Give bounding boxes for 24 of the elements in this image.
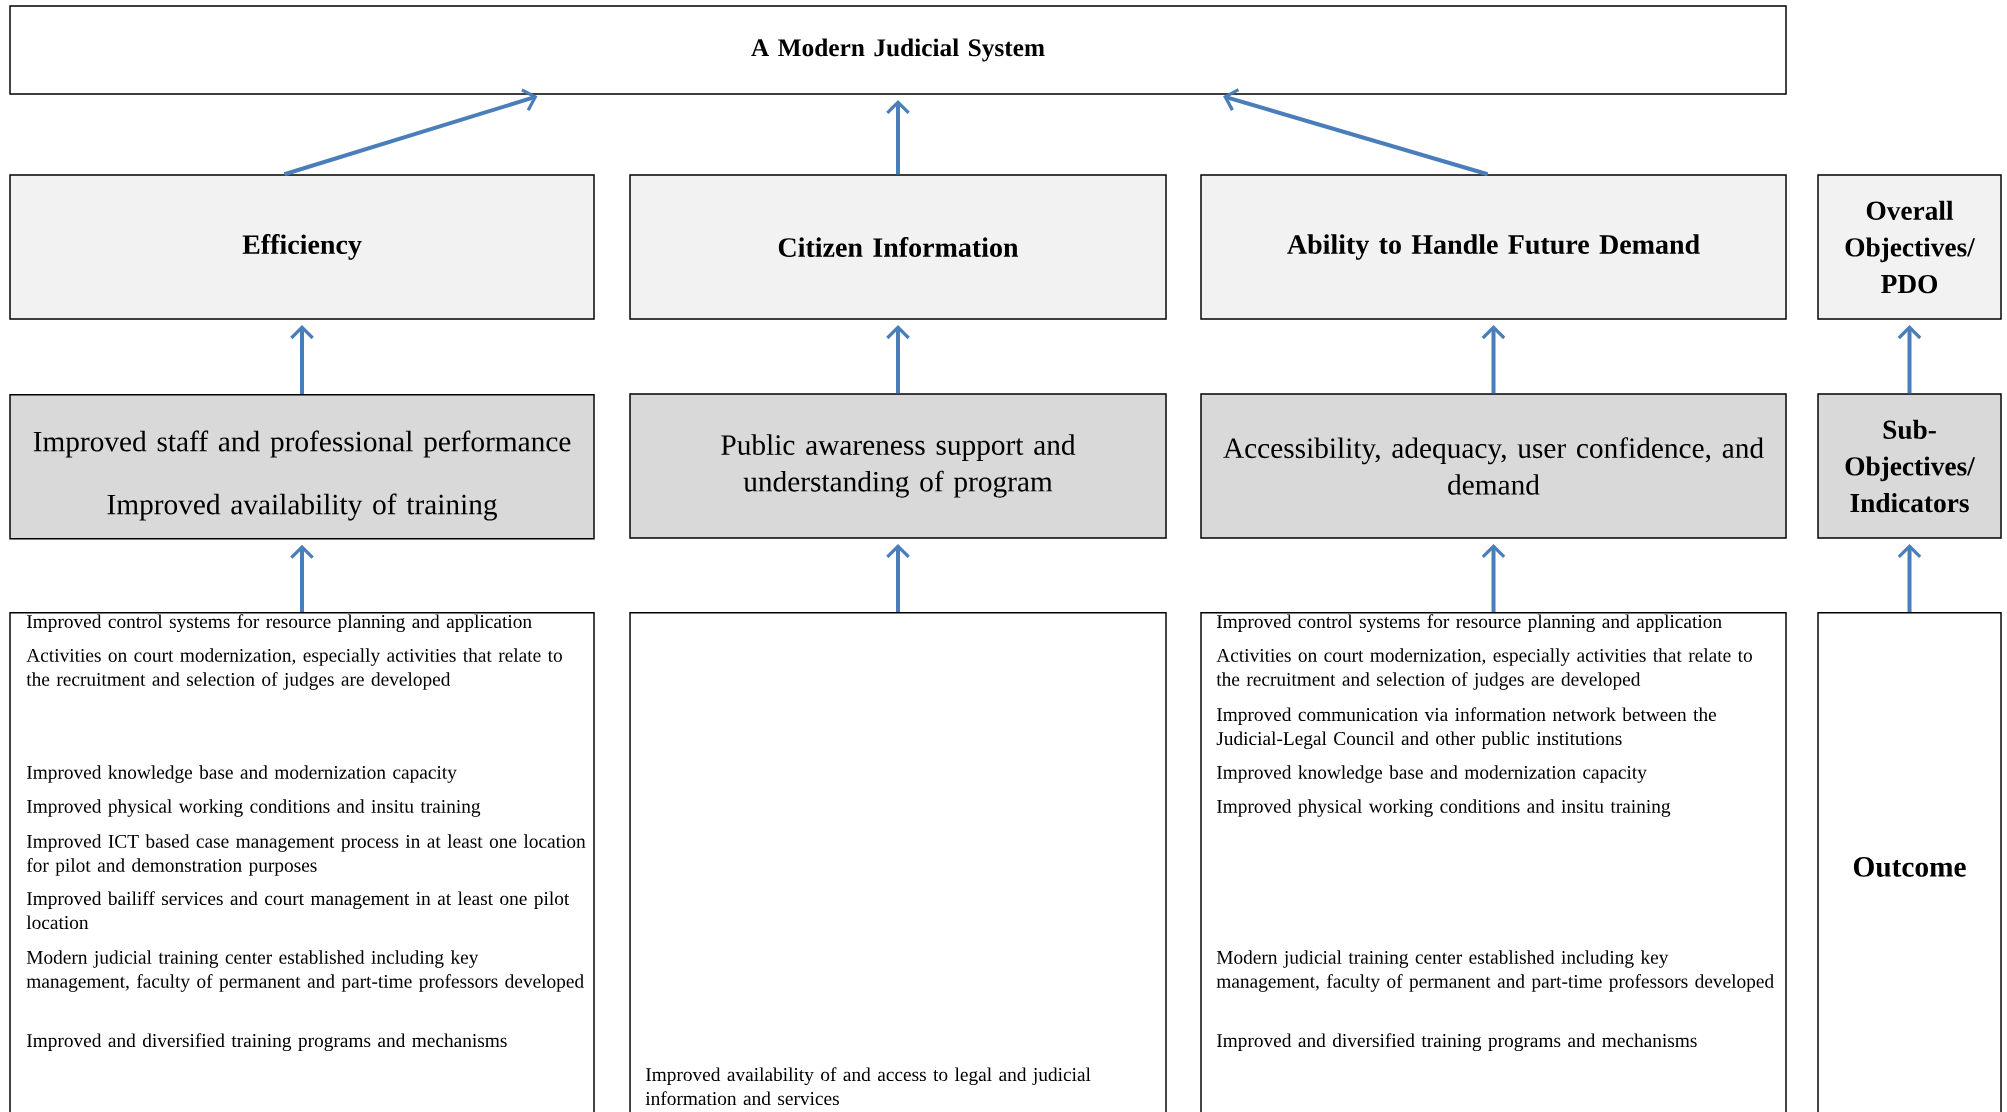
arrow (886, 544, 910, 612)
arrow (1481, 544, 1506, 612)
arrow (1481, 325, 1506, 394)
objective-box: Citizen Information (629, 174, 1167, 320)
row-header-box: Overall Objectives/ PDO (1817, 174, 2002, 320)
activity-box: Improved availability of and access to legal and judicial information and services (629, 612, 1167, 1112)
arrow (886, 325, 910, 394)
indicator-box: Public awareness support and understanding of program (629, 393, 1167, 539)
arrow (283, 88, 538, 177)
arrow (1897, 325, 1922, 394)
arrow (886, 100, 910, 175)
activity-box: Improved control systems for resource planning and application Activities on court modernization, especially activities that relate to the recruitment and selection of judges are developed Improved knowledge base and modernization capacity Improved physical working conditions and insitu training Improved ICT based case management process in at least one location for pilot and demonstration purposes Improved bailiff services and court management in at least one pilot location Modern judicial training center established including key management, faculty of permanent and part-time professors developed Improved and diversified training programs and mechanisms (9, 612, 595, 1112)
arrow (1897, 544, 1922, 612)
objective-box: Ability to Handle Future Demand (1200, 174, 1787, 320)
goal-box: A Modern Judicial System (9, 5, 1787, 95)
indicator-box: Improved staff and professional performance Improved availability of training (9, 394, 595, 540)
objective-box: Efficiency (9, 174, 595, 320)
arrow (290, 544, 314, 612)
row-header-box: Outcome (1817, 612, 2002, 1112)
arrow (290, 325, 314, 394)
activity-box: Improved control systems for resource planning and application Activities on court modernization, especially activities that relate to the recruitment and selection of judges are developed Improved communication via information network between the Judicial-Legal Council and other public institutions Improved knowledge base and modernization capacity Improved physical working conditions and insitu training Modern judicial training center established including key management, faculty of permanent and part-time professors developed Improved and diversified training programs and mechanisms (1200, 612, 1787, 1112)
indicator-box: Accessibility, adequacy, user confidence, and demand (1200, 393, 1787, 539)
row-header-box: Sub-Objectives/ Indicators (1817, 393, 2002, 539)
arrow (1223, 88, 1489, 177)
